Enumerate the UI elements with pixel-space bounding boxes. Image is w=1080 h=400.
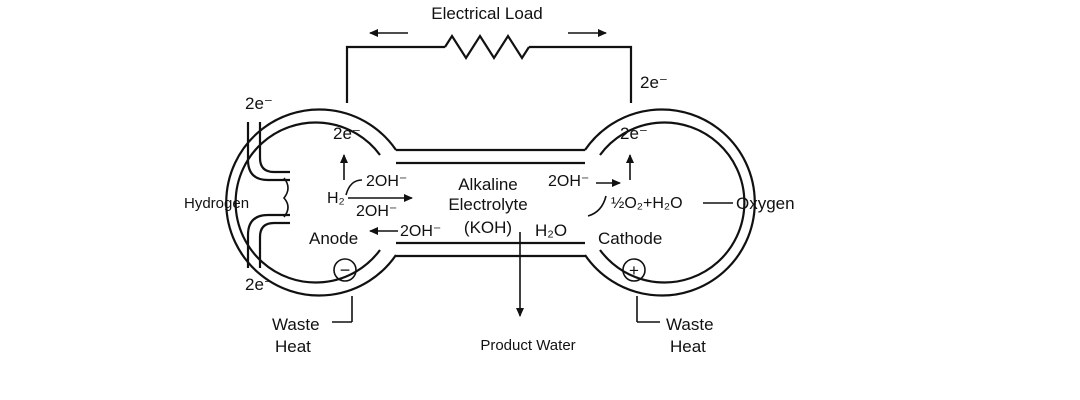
electrical-load-label: Electrical Load	[431, 4, 543, 23]
cathode-reaction: ½O₂+H₂O	[611, 195, 683, 212]
electrolyte-block: Alkaline Electrolyte (KOH) H₂O Product W…	[396, 148, 585, 354]
electrons-label-left-top: 2e⁻	[245, 94, 273, 113]
anode-waste-heat-line2: Heat	[275, 337, 311, 356]
hydrogen-bulge	[282, 177, 289, 218]
anode-waste-heat-line1: Waste	[272, 315, 320, 334]
anode-oh-top: 2OH⁻	[366, 173, 407, 190]
product-water-label: Product Water	[480, 337, 575, 354]
cathode-waste-heat-line2: Heat	[670, 337, 706, 356]
cathode-inner-wall	[599, 121, 746, 284]
cathode-electrons-label: 2e⁻	[620, 124, 648, 143]
resistor-icon	[444, 33, 530, 61]
anode-polarity: −	[340, 260, 351, 280]
hydrogen-pipe-upper-outer	[246, 122, 290, 182]
hydrogen-pipe-lower-outer	[246, 213, 290, 268]
anode-label: Anode	[309, 229, 358, 248]
anode-inner-wall	[234, 121, 381, 284]
cathode-positive-icon	[622, 258, 646, 282]
cathode-curve-arrow	[587, 195, 607, 217]
cathode-label: Cathode	[598, 229, 662, 248]
cathode-polarity: +	[629, 261, 639, 280]
electrolyte-line3: (KOH)	[464, 218, 512, 237]
anode-oh-in: 2OH⁻	[400, 223, 441, 240]
hydrogen-pipe-upper-inner	[258, 122, 290, 174]
electrolyte-line1: Alkaline	[458, 175, 518, 194]
oxygen-label: Oxygen	[736, 194, 795, 213]
electrons-label-left-bottom: 2e⁻	[245, 275, 273, 294]
anode-chamber: 2e⁻ H₂ 2OH⁻ 2OH⁻ 2OH⁻ Anode − Waste Heat	[225, 108, 441, 356]
anode-oh-mid: 2OH⁻	[356, 203, 397, 220]
electrolyte-water: H₂O	[535, 221, 567, 240]
anode-curve-arrow	[345, 179, 363, 196]
external-circuit: Electrical Load 2e⁻	[345, 4, 668, 103]
anode-negative-icon	[333, 258, 357, 282]
hydrogen-label: Hydrogen	[184, 195, 249, 212]
anode-outer-wall	[225, 108, 397, 297]
electrons-label-right: 2e⁻	[640, 73, 668, 92]
anode-electrons-label: 2e⁻	[333, 124, 361, 143]
hydrogen-inlet: 2e⁻ Hydrogen 2e⁻	[184, 94, 290, 294]
cathode-waste-heat-line1: Waste	[666, 315, 714, 334]
circuit-wire-right	[529, 45, 633, 103]
cathode-oh-out: 2OH⁻	[548, 173, 589, 190]
anode-h2-label: H₂	[327, 190, 345, 207]
circuit-wire-left	[345, 45, 445, 103]
hydrogen-pipe-lower-inner	[258, 221, 290, 268]
electrolyte-line2: Electrolyte	[448, 195, 527, 214]
cathode-outer-wall	[584, 108, 756, 297]
cathode-chamber: 2e⁻ 2OH⁻ ½O₂+H₂O Oxygen Cathode + Waste …	[548, 108, 795, 356]
